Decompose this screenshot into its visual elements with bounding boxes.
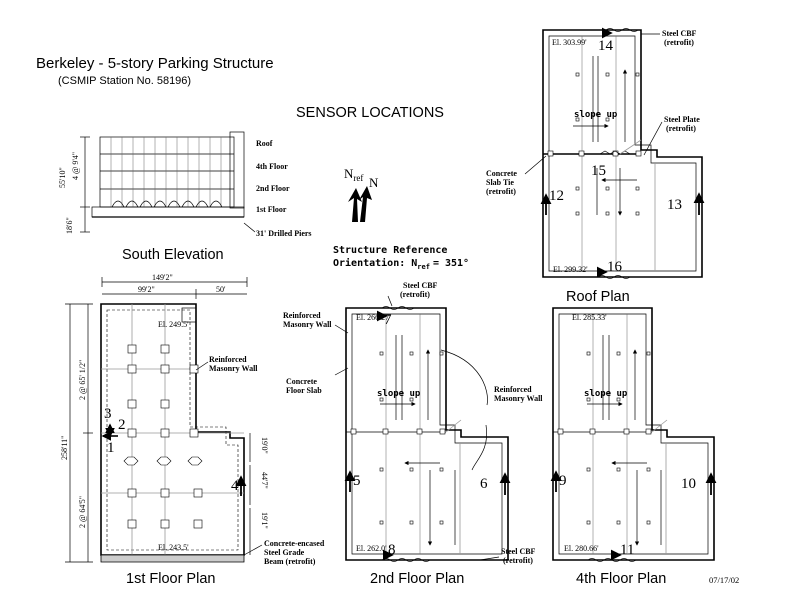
first-el-bottom: El. 243.5'	[158, 543, 189, 552]
sensor-14: 14	[598, 38, 614, 54]
sensor-11: 11	[620, 542, 634, 558]
roof-el-top: El. 303.99'	[552, 38, 587, 47]
sheet-subtitle: (CSMIP Station No. 58196)	[58, 75, 191, 87]
second-cbf-bottom-label-1: Steel CBF	[501, 547, 536, 556]
sensor-1: 1	[107, 440, 115, 456]
section-heading: SENSOR LOCATIONS	[296, 105, 444, 121]
first-dim-side2: 44'7"	[260, 472, 269, 489]
sensor-10: 10	[681, 476, 696, 492]
sensor-13: 13	[667, 197, 682, 213]
roof-plan: slope up El. 303.99' El. 299.32' Steel C…	[486, 28, 703, 305]
first-dim-length: 258'11"	[60, 436, 69, 460]
sensor-7: 7	[384, 312, 392, 328]
first-el-top: El. 249.5'	[158, 320, 189, 329]
roof-cbf-label-2: (retrofit)	[664, 38, 694, 47]
fourth-slope-label: slope up	[584, 389, 628, 399]
drawing-date: 07/17/02	[709, 575, 739, 585]
sheet-title: Berkeley - 5-story Parking Structure	[36, 55, 274, 72]
first-beam-label-2: Steel Grade	[264, 548, 305, 557]
roof-plate-label-2: (retrofit)	[666, 124, 696, 133]
fourth-el-top: El. 285.33'	[572, 313, 607, 322]
first-wall-label-1: Reinforced	[209, 355, 247, 364]
sensor-5: 5	[353, 473, 361, 489]
orientation-line2: Orientation: Nref= 351°	[333, 257, 469, 271]
first-floor-plan: 149'2" 99'2" 50' 258'11" 2 @ 65' 1/2" 2 …	[60, 273, 325, 587]
sensor-3: 3	[104, 406, 112, 422]
floor-label-1st: 1st Floor	[256, 205, 287, 214]
first-dim-lower: 2 @ 64'5"	[78, 496, 87, 528]
sensor-8: 8	[388, 542, 396, 558]
fourth-floor-caption: 4th Floor Plan	[576, 571, 666, 587]
first-dim-upper: 2 @ 65' 1/2"	[78, 360, 87, 400]
second-cbf-top-label-2: (retrofit)	[400, 290, 430, 299]
second-floor-caption: 2nd Floor Plan	[370, 571, 464, 587]
second-slab-label-1: Concrete	[286, 377, 317, 386]
sensor-15: 15	[591, 163, 606, 179]
first-dim-side1: 19'0"	[260, 437, 269, 454]
first-dim-right: 50'	[216, 285, 226, 294]
floor-label-roof: Roof	[256, 139, 273, 148]
first-dim-width: 149'2"	[152, 273, 173, 282]
north-symbol: N	[369, 175, 379, 190]
roof-cbf-label-1: Steel CBF	[662, 29, 697, 38]
roof-el-bottom: El. 299.32'	[553, 265, 588, 274]
roof-plate-label-1: Steel Plate	[664, 115, 700, 124]
floor-label-4th: 4th Floor	[256, 162, 288, 171]
nref-symbol: Nref	[344, 166, 363, 183]
sensor-12: 12	[549, 188, 564, 204]
south-elevation-caption: South Elevation	[122, 247, 224, 263]
sensor-group-1st-floor: 3 2 1 4	[101, 406, 247, 496]
roof-slope-label: slope up	[574, 110, 618, 120]
south-elevation: 55'10" 4 @ 9'4" 18'6" Roof 4th Floor 2nd…	[58, 131, 312, 263]
floor-label-2nd: 2nd Floor	[256, 184, 290, 193]
second-slab-label-2: Floor Slab	[286, 386, 322, 395]
elevation-dim-base: 18'6"	[65, 217, 74, 234]
second-slope-label: slope up	[377, 389, 421, 399]
sensor-6: 6	[480, 476, 488, 492]
sensor-group-2nd-floor: 5 6 7 8	[344, 310, 511, 561]
elevation-dim-total: 55'10"	[58, 167, 67, 188]
first-dim-left: 99'2"	[138, 285, 155, 294]
sensor-9: 9	[559, 473, 567, 489]
second-wall-left-label-1: Reinforced	[283, 311, 321, 320]
first-floor-caption: 1st Floor Plan	[126, 571, 215, 587]
fourth-floor-plan: slope up El. 285.33' El. 280.66' 4th Flo…	[552, 307, 715, 587]
roof-plan-caption: Roof Plan	[566, 289, 630, 305]
sensor-group-4th-floor: 9 10 11	[550, 470, 717, 561]
north-arrow: Nref N Structure Reference Orientation: …	[333, 166, 469, 271]
second-el-bottom: El. 262.0'	[356, 544, 387, 553]
sensor-group-roof: 14 12 13 15 16	[540, 27, 705, 278]
second-wall-left-label-2: Masonry Wall	[283, 320, 332, 329]
roof-tie-label-3: (retrofit)	[486, 187, 516, 196]
second-el-top: El. 266.27'	[356, 313, 391, 322]
roof-tie-label-1: Concrete	[486, 169, 517, 178]
first-dim-side3: 19'1"	[260, 512, 269, 529]
roof-tie-label-2: Slab Tie	[486, 178, 514, 187]
first-beam-label-3: Beam (retrofit)	[264, 557, 316, 566]
second-cbf-top-label-1: Steel CBF	[403, 281, 438, 290]
sensor-16: 16	[607, 259, 623, 275]
second-wall-right-label-1: Reinforced	[494, 385, 532, 394]
elevation-dim-typical: 4 @ 9'4"	[71, 152, 80, 180]
second-cbf-bottom-label-2: (retrofit)	[503, 556, 533, 565]
second-wall-right-label-2: Masonry Wall	[494, 394, 543, 403]
fourth-el-bottom: El. 280.66'	[564, 544, 599, 553]
second-floor-plan: slope up El. 266.27' El. 262.0' Steel CB…	[283, 281, 543, 587]
orientation-line1: Structure Reference	[333, 245, 447, 256]
first-beam-label-1: Concrete-encased	[264, 539, 325, 548]
first-wall-label-2: Masonry Wall	[209, 364, 258, 373]
sensor-2: 2	[118, 417, 126, 433]
sensor-4: 4	[231, 478, 239, 494]
piers-label: 31' Drilled Piers	[256, 229, 312, 238]
